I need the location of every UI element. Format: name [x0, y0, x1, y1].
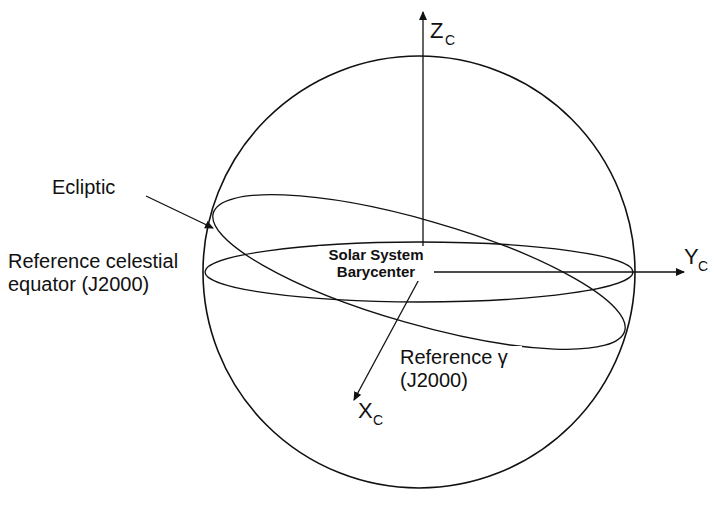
- ecliptic-label: Ecliptic: [52, 176, 115, 199]
- leader-line: [146, 196, 213, 228]
- axis-subscript: C: [698, 258, 708, 274]
- y-axis: [423, 271, 684, 272]
- vernal-equinox-label: Reference γ (J2000): [398, 346, 522, 392]
- axis-label: Z: [430, 18, 443, 43]
- axis-label: X: [358, 398, 373, 423]
- equator-label: Reference celestial equator (J2000): [8, 250, 208, 296]
- axis-subscript: C: [373, 412, 383, 428]
- barycenter-label: Solar System Barycenter: [318, 246, 434, 281]
- z-axis: [422, 12, 423, 272]
- axis-label: Y: [684, 244, 699, 269]
- axis-subscript: C: [445, 32, 455, 48]
